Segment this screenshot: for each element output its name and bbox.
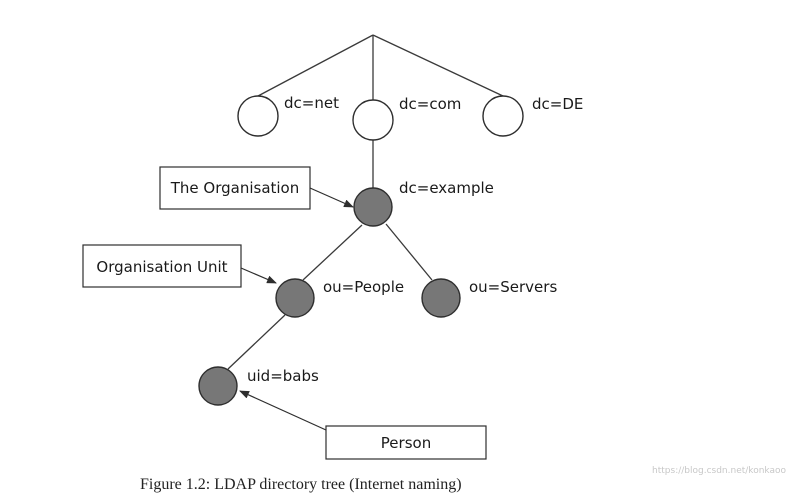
- node-uid-babs: [198, 366, 238, 406]
- callout-organisation-unit-box: [82, 244, 242, 288]
- figure-caption: Figure 1.2: LDAP directory tree (Interne…: [140, 476, 462, 493]
- callout-organisation-box: [159, 166, 311, 210]
- label-ou-people: ou=People: [323, 278, 404, 296]
- node-ou-servers: [421, 278, 461, 318]
- node-dc-net: [237, 95, 279, 137]
- label-dc-com: dc=com: [399, 95, 461, 113]
- label-ou-servers: ou=Servers: [469, 278, 557, 296]
- edge-root-dc-net: [257, 34, 374, 97]
- node-dc-de: [482, 95, 524, 137]
- label-dc-example: dc=example: [399, 179, 494, 197]
- node-dc-example: [353, 187, 393, 227]
- callout-person-arrow: [239, 390, 327, 431]
- watermark: https://blog.csdn.net/konkaoo: [652, 466, 786, 476]
- label-uid-babs: uid=babs: [247, 367, 319, 385]
- label-dc-net: dc=net: [284, 94, 339, 112]
- callout-organisation-unit-label: Organisation Unit: [96, 258, 227, 276]
- callout-organisation-unit-arrow: [240, 267, 277, 284]
- edge-ou-people-uid-babs: [227, 314, 286, 370]
- node-dc-com: [352, 99, 394, 141]
- callout-person-label: Person: [381, 434, 431, 452]
- callout-organisation-arrow: [309, 187, 354, 208]
- callout-person-box: [325, 425, 487, 460]
- edge-root-dc-de: [372, 34, 504, 97]
- node-ou-people: [275, 278, 315, 318]
- edge-dc-example-ou-people: [302, 224, 363, 281]
- edge-dc-example-ou-servers: [385, 223, 433, 281]
- label-dc-de: dc=DE: [532, 95, 583, 113]
- callout-organisation-label: The Organisation: [170, 179, 300, 197]
